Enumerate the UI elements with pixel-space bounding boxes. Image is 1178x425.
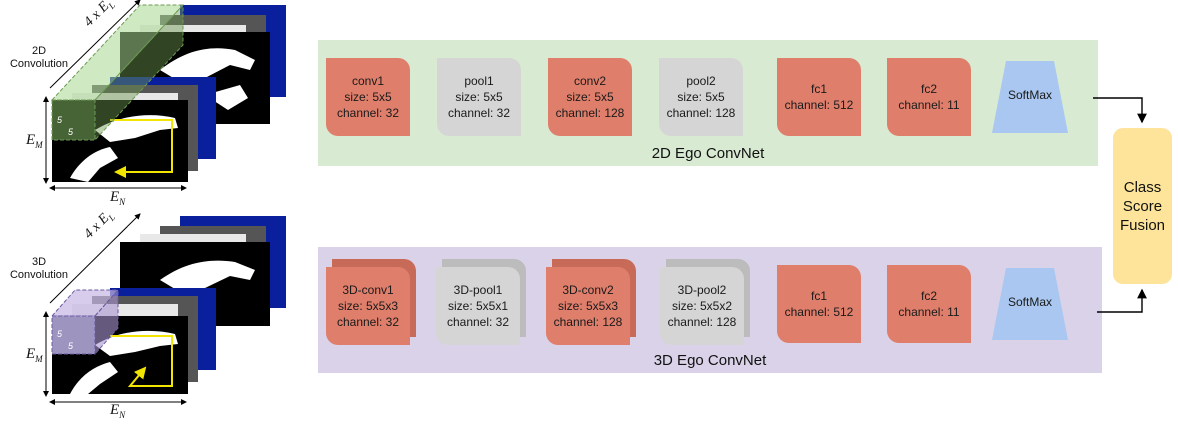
height-label-3d: EM	[26, 346, 43, 365]
connector-3d-to-fusion	[1097, 288, 1147, 313]
block-pool1: pool1 size: 5x5 channel: 32	[437, 58, 521, 136]
block-fc1: fc1 channel: 512	[777, 58, 861, 136]
block-conv1: conv1 size: 5x5 channel: 32	[326, 58, 410, 136]
block-3d-fc1: fc1 channel: 512	[777, 265, 861, 343]
block-3d-pool2: 3D-pool2 size: 5x5x2 channel: 128	[660, 267, 744, 345]
conv-label-2d: 2D Convolution	[9, 45, 69, 70]
block-3d-conv2: 3D-conv2 size: 5x5x3 channel: 128	[546, 267, 630, 345]
conv-label-3d: 3D Convolution	[9, 256, 69, 281]
block-fc2: fc2 channel: 11	[887, 58, 971, 136]
panel-3d-convnet: 3D-conv1 size: 5x5x3 channel: 32 3D-pool…	[318, 247, 1102, 373]
class-score-fusion: Class Score Fusion	[1113, 128, 1172, 284]
kernel-side-3d-a: 5	[57, 329, 63, 339]
block-3d-fc2: fc2 channel: 11	[887, 265, 971, 343]
width-label-3d: EN	[110, 402, 126, 421]
block-conv2: conv2 size: 5x5 channel: 128	[548, 58, 632, 136]
block-3d-conv1: 3D-conv1 size: 5x5x3 channel: 32	[326, 267, 410, 345]
block-3d-pool1: 3D-pool1 size: 5x5x1 channel: 32	[436, 267, 520, 345]
frame-stack-3d	[43, 213, 286, 405]
softmax-label-3d: SoftMax	[1007, 295, 1052, 309]
kernel-side-2d-b: 5	[68, 127, 74, 137]
block-pool2: pool2 size: 5x5 channel: 128	[659, 58, 743, 136]
softmax-label-2d: SoftMax	[1007, 88, 1052, 102]
panel-title-2d: 2D Ego ConvNet	[651, 145, 765, 162]
kernel-side-2d-a: 5	[57, 115, 63, 125]
softmax-shape-2d	[992, 61, 1068, 133]
connector-2d-to-fusion	[1093, 97, 1147, 124]
frame-stack-2d	[43, 0, 286, 191]
panel-title-3d: 3D Ego ConvNet	[653, 352, 767, 369]
input-illustrations	[43, 0, 286, 405]
kernel-side-3d-b: 5	[68, 341, 74, 351]
panel-2d-convnet: conv1 size: 5x5 channel: 32 pool1 size: …	[318, 40, 1098, 166]
width-label-2d: EN	[110, 189, 126, 208]
softmax-shape-3d	[992, 268, 1068, 340]
height-label-2d: EM	[26, 132, 43, 151]
